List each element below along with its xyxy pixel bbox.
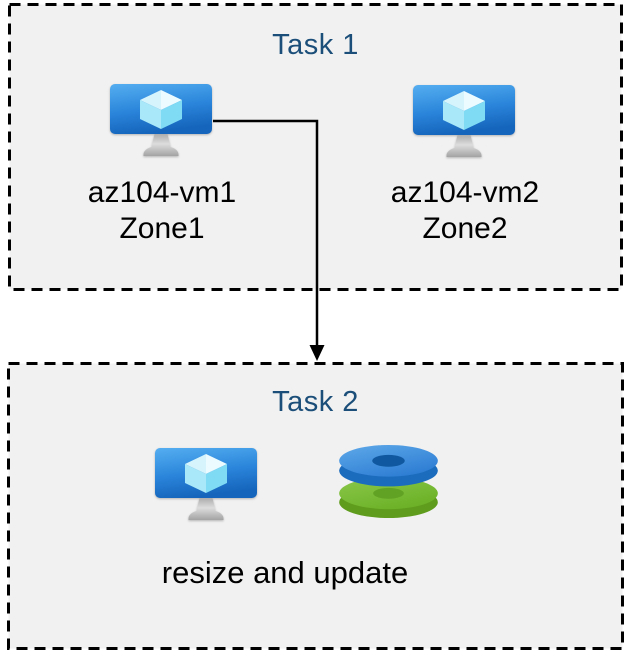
vm2-name: az104-vm2 (390, 176, 540, 209)
vm1-name: az104-vm1 (87, 176, 237, 209)
task2-box: Task 2 resize and (7, 362, 624, 650)
vm-cube (140, 90, 182, 129)
vm-stand (446, 135, 482, 157)
vm-icon (155, 448, 257, 520)
disk-blue (339, 445, 438, 487)
vm-stand (188, 498, 224, 520)
vm2-label: az104-vm2 Zone2 (335, 175, 595, 247)
vm-cube (185, 454, 227, 493)
vm2-zone: Zone2 (422, 212, 508, 245)
vm-stand (143, 134, 179, 156)
task2-title: Task 2 (272, 386, 359, 418)
arrow-head (309, 345, 325, 361)
vm-icon (413, 85, 515, 157)
vm-cube (443, 91, 485, 130)
vm1-zone: Zone1 (119, 212, 205, 245)
vm1-label: az104-vm1 Zone1 (32, 175, 292, 247)
task1-title: Task 1 (272, 29, 359, 61)
disk-green (339, 477, 438, 518)
vm-icon (110, 84, 212, 156)
task2-dashed-border (7, 362, 624, 650)
task2-caption: resize and update (161, 555, 409, 590)
disks-icon (339, 445, 438, 518)
task1-box: Task 1 az104-vm1 (8, 3, 623, 291)
